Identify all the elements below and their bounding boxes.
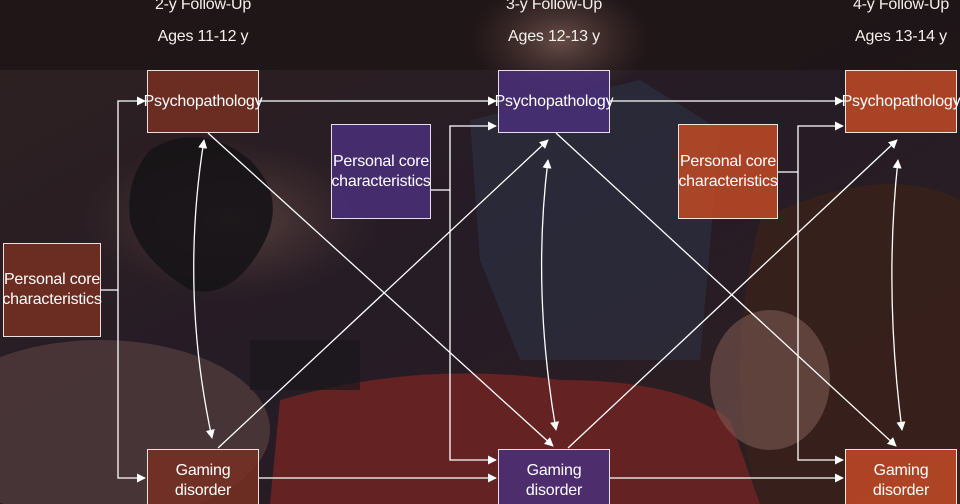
- arrow-core-t2-to-psych-t2: [430, 121, 497, 191]
- box-label: Personal core characteristics: [331, 152, 431, 190]
- psychopathology-t1-box: Psychopathology: [144, 70, 263, 133]
- core-characteristics-t2-box: Personal core characteristics: [331, 124, 431, 219]
- baseline-core-characteristics-box: Personal core characteristics: [2, 243, 102, 337]
- ages-label: Ages 12-13 y: [508, 28, 600, 45]
- ages-label: Ages 11-12 y: [157, 28, 249, 45]
- arrow-gaming-t1-to-psych-t2: [217, 139, 549, 449]
- arrow-gaming-t2-to-psych-t3: [567, 139, 898, 449]
- arrow-t3-covariance: [891, 159, 906, 431]
- box-label: Personal core characteristics: [2, 271, 102, 308]
- arrow-core-t3-to-psych-t3: [778, 121, 844, 173]
- follow-up-label: 2-y Follow-Up: [154, 0, 252, 13]
- follow-up-label: 3-y Follow-Up: [505, 0, 603, 13]
- psychopathology-t3-box: Psychopathology: [841, 70, 960, 133]
- arrow-core-to-psych-t1: [100, 96, 146, 291]
- gaming-disorder-t1-box: Gaming disorder: [147, 449, 259, 504]
- box-label: Gaming disorder: [525, 461, 583, 499]
- box-label: Personal core characteristics: [678, 152, 778, 190]
- arrow-t2-covariance: [540, 159, 560, 431]
- arrow-core-t3-to-gaming-t3: [797, 172, 844, 465]
- box-label: Psychopathology: [494, 92, 614, 110]
- arrow-psych-t2-to-gaming-t3: [555, 132, 897, 447]
- arrow-core-to-gaming-t1: [117, 290, 146, 483]
- box-label: Gaming disorder: [872, 461, 930, 499]
- arrow-psych-t1-to-gaming-t2: [207, 132, 554, 447]
- core-characteristics-t3-box: Personal core characteristics: [678, 124, 778, 219]
- arrow-core-t2-to-gaming-t2: [449, 190, 497, 465]
- timepoint-header-2: 3-y Follow-Up Ages 12-13 y: [489, 0, 619, 50]
- gaming-disorder-t3-box: Gaming disorder: [845, 449, 957, 504]
- follow-up-label: 4-y Follow-Up: [852, 0, 950, 13]
- gaming-disorder-t2-box: Gaming disorder: [498, 449, 610, 504]
- box-label: Psychopathology: [143, 92, 263, 110]
- box-label: Psychopathology: [841, 92, 960, 110]
- timepoint-header-3: 4-y Follow-Up Ages 13-14 y: [836, 0, 960, 50]
- timepoint-header-1: 2-y Follow-Up Ages 11-12 y: [138, 0, 268, 50]
- box-label: Gaming disorder: [174, 461, 232, 499]
- ages-label: Ages 13-14 y: [855, 28, 947, 45]
- psychopathology-t2-box: Psychopathology: [495, 70, 614, 133]
- arrow-t1-covariance: [193, 139, 215, 439]
